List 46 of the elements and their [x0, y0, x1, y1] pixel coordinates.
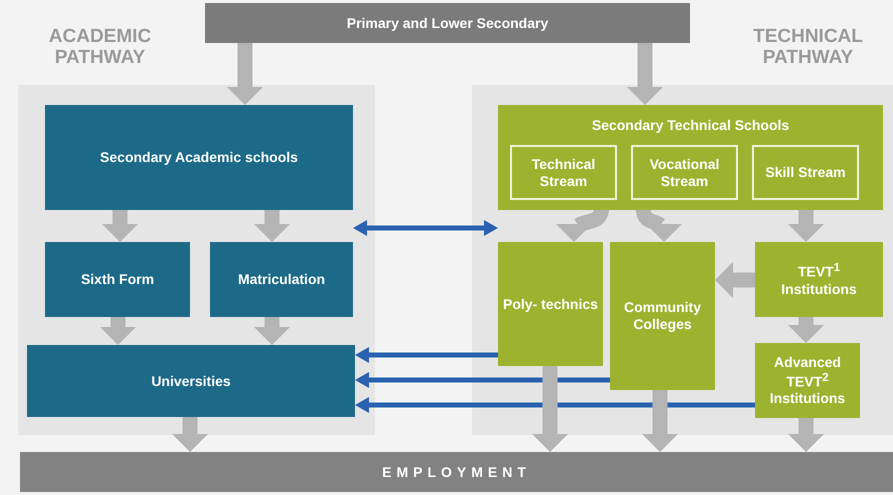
block-arrow [715, 262, 755, 298]
block-arrow [227, 43, 263, 105]
block-arrow [102, 210, 138, 242]
node-label: EMPLOYMENT [381, 464, 532, 480]
node-label: Universities [150, 372, 232, 390]
node-label: Secondary Technical Schools [590, 117, 790, 134]
technical-box [610, 242, 715, 390]
block-arrow [788, 317, 824, 343]
block-arrow [532, 366, 568, 452]
academic-box [210, 242, 353, 317]
connector-arrow [355, 372, 610, 388]
node-label: Sixth Form [80, 271, 156, 288]
stream-box [752, 145, 859, 200]
technical-box [755, 242, 883, 317]
node-label: TEVT$^{1}$ Institutions [780, 261, 858, 298]
node-label: Poly- technics [502, 296, 599, 312]
node-label: Skill Stream [764, 164, 847, 181]
node-label: Advanced TEVT$^{2}$ Institutions [768, 354, 846, 408]
block-arrow [254, 317, 290, 345]
academic-box [45, 242, 190, 317]
node-label: Technical Stream [530, 156, 596, 190]
node-label: Community Colleges [623, 299, 702, 333]
stage-bar [20, 452, 893, 492]
stream-box [631, 145, 738, 200]
connector-arrow [355, 347, 498, 363]
technical-box [755, 343, 860, 418]
academic-box [45, 105, 353, 210]
technical-box [498, 105, 883, 210]
stream-box [510, 145, 617, 200]
block-arrow [254, 210, 290, 242]
pathway-heading: ACADEMIC PATHWAY [48, 27, 152, 69]
block-arrow [642, 390, 678, 452]
connector-arrow [355, 397, 755, 413]
node-label: Matriculation [236, 271, 326, 288]
stage-bar [205, 3, 690, 43]
block-arrow [172, 417, 208, 452]
technical-box [498, 242, 603, 366]
block-arrow [100, 317, 136, 345]
block-arrow [788, 418, 824, 452]
block-arrow [627, 43, 663, 105]
connector-arrow [353, 220, 498, 236]
pathway-heading: TECHNICAL PATHWAY [752, 27, 864, 69]
node-label: Secondary Academic schools [99, 149, 299, 166]
node-label: Primary and Lower Secondary [346, 14, 550, 32]
node-label: Vocational Stream [648, 156, 720, 190]
academic-box [27, 345, 355, 417]
